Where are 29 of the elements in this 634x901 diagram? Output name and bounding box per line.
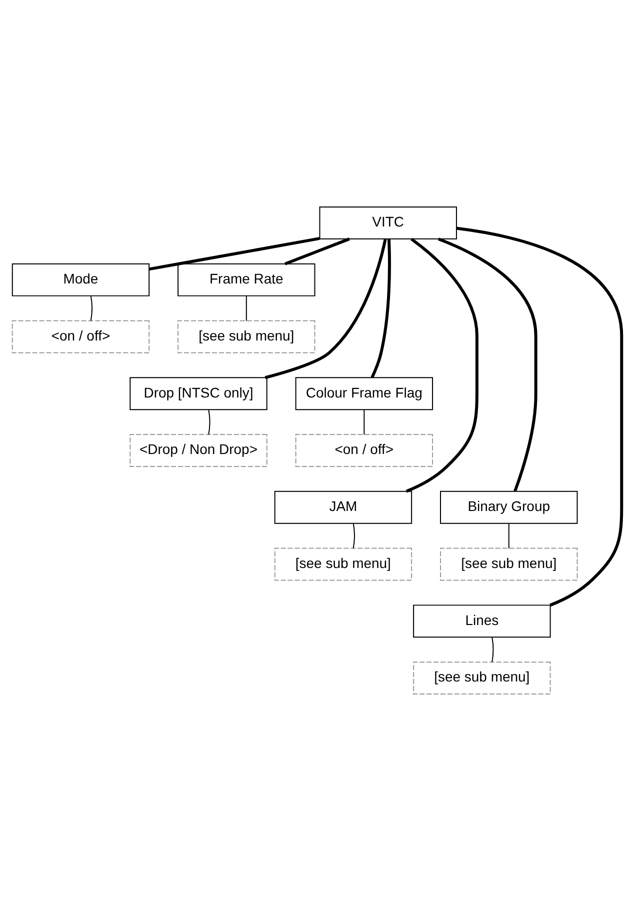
node-box: Mode (12, 263, 150, 296)
connector (492, 636, 494, 663)
node-box: <on / off> (12, 320, 150, 354)
connector (456, 226, 624, 607)
node-box: <on / off> (295, 434, 434, 467)
connector (149, 236, 320, 271)
connector (264, 238, 387, 380)
node-box: [see sub menu] (413, 662, 551, 694)
node-box: VITC (319, 206, 457, 240)
connector (406, 238, 478, 493)
connector (284, 238, 350, 266)
connector (208, 409, 210, 436)
node-box: Binary Group (440, 490, 578, 524)
connector (364, 409, 365, 436)
node-box: Lines (413, 604, 551, 638)
node-box: Drop [NTSC only] (130, 377, 268, 410)
node-box: [see sub menu] (178, 320, 316, 354)
node-box: Frame Rate (178, 263, 316, 296)
connector (352, 522, 355, 549)
node-box: [see sub menu] (274, 548, 412, 581)
node-box: <Drop / Non Drop> (130, 434, 268, 467)
connector (370, 239, 391, 378)
node-box: [see sub menu] (440, 548, 578, 581)
connector (90, 295, 92, 322)
connector (508, 522, 510, 549)
connector (438, 238, 538, 492)
node-box: Colour Frame Flag (295, 377, 434, 410)
node-box: JAM (274, 490, 412, 524)
connector (246, 295, 247, 322)
